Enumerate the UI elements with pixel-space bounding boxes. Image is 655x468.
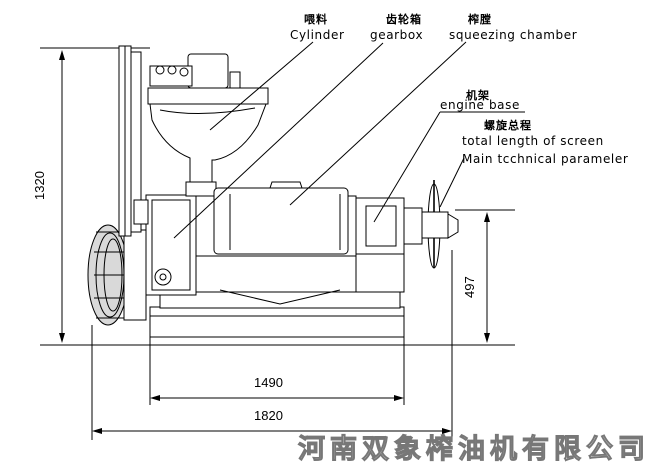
engine-base-label-zh: 机架 <box>466 89 490 102</box>
cylinder-label-en: Cylinder <box>290 28 345 42</box>
height-total-value: 1320 <box>32 171 47 200</box>
squeezing-chamber <box>195 181 357 305</box>
gearbox <box>355 197 405 293</box>
height-dimension-1320 <box>59 50 65 343</box>
height-dimension-497 <box>484 212 490 343</box>
height-shaft-value: 497 <box>462 276 477 298</box>
parameter-label-en: Main tcchnical parameler <box>462 152 629 166</box>
length-dimension-1490 <box>149 335 405 405</box>
company-watermark: 河南双象榨油机有限公司 <box>298 434 650 466</box>
cylinder-label-zh: 喂料 <box>304 13 328 26</box>
length-total-value: 1820 <box>254 408 283 423</box>
belt-pulley <box>87 224 147 326</box>
screw-label-zh: 螺旋总程 <box>484 119 532 132</box>
engine-base-label-en: engine base <box>440 98 520 112</box>
leader-lines <box>173 41 525 239</box>
gear-housing <box>133 194 197 296</box>
feed-hopper <box>147 87 269 197</box>
length-base-value: 1490 <box>254 375 283 390</box>
gearbox-label-zh: 齿轮箱 <box>386 13 422 26</box>
length-dimension-1820 <box>91 250 453 440</box>
feed-motor <box>149 53 241 89</box>
handwheel <box>403 180 459 269</box>
chamber-label-zh: 榨膛 <box>468 13 492 26</box>
screw-label-en: total length of screen <box>462 134 604 148</box>
chamber-label-en: squeezing chamber <box>449 28 578 42</box>
gearbox-label-en: gearbox <box>370 28 424 42</box>
drive-belt <box>118 45 142 237</box>
engine-base <box>149 289 405 338</box>
